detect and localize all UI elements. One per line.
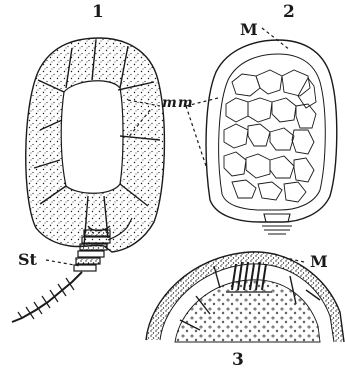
figure-2-number: 2 <box>283 4 295 21</box>
label-mm: mm <box>162 96 194 110</box>
figure-1-number: 1 <box>92 4 104 21</box>
figure-3-number: 3 <box>232 352 244 369</box>
label-St: St <box>18 252 37 268</box>
leader-mm-fig2-lower <box>186 106 206 166</box>
leader-M-top <box>262 28 290 50</box>
fig2-theca <box>206 40 337 234</box>
fig1-theca <box>26 38 165 252</box>
label-M-upper: M <box>240 22 258 38</box>
label-M-lower: M <box>310 254 328 270</box>
